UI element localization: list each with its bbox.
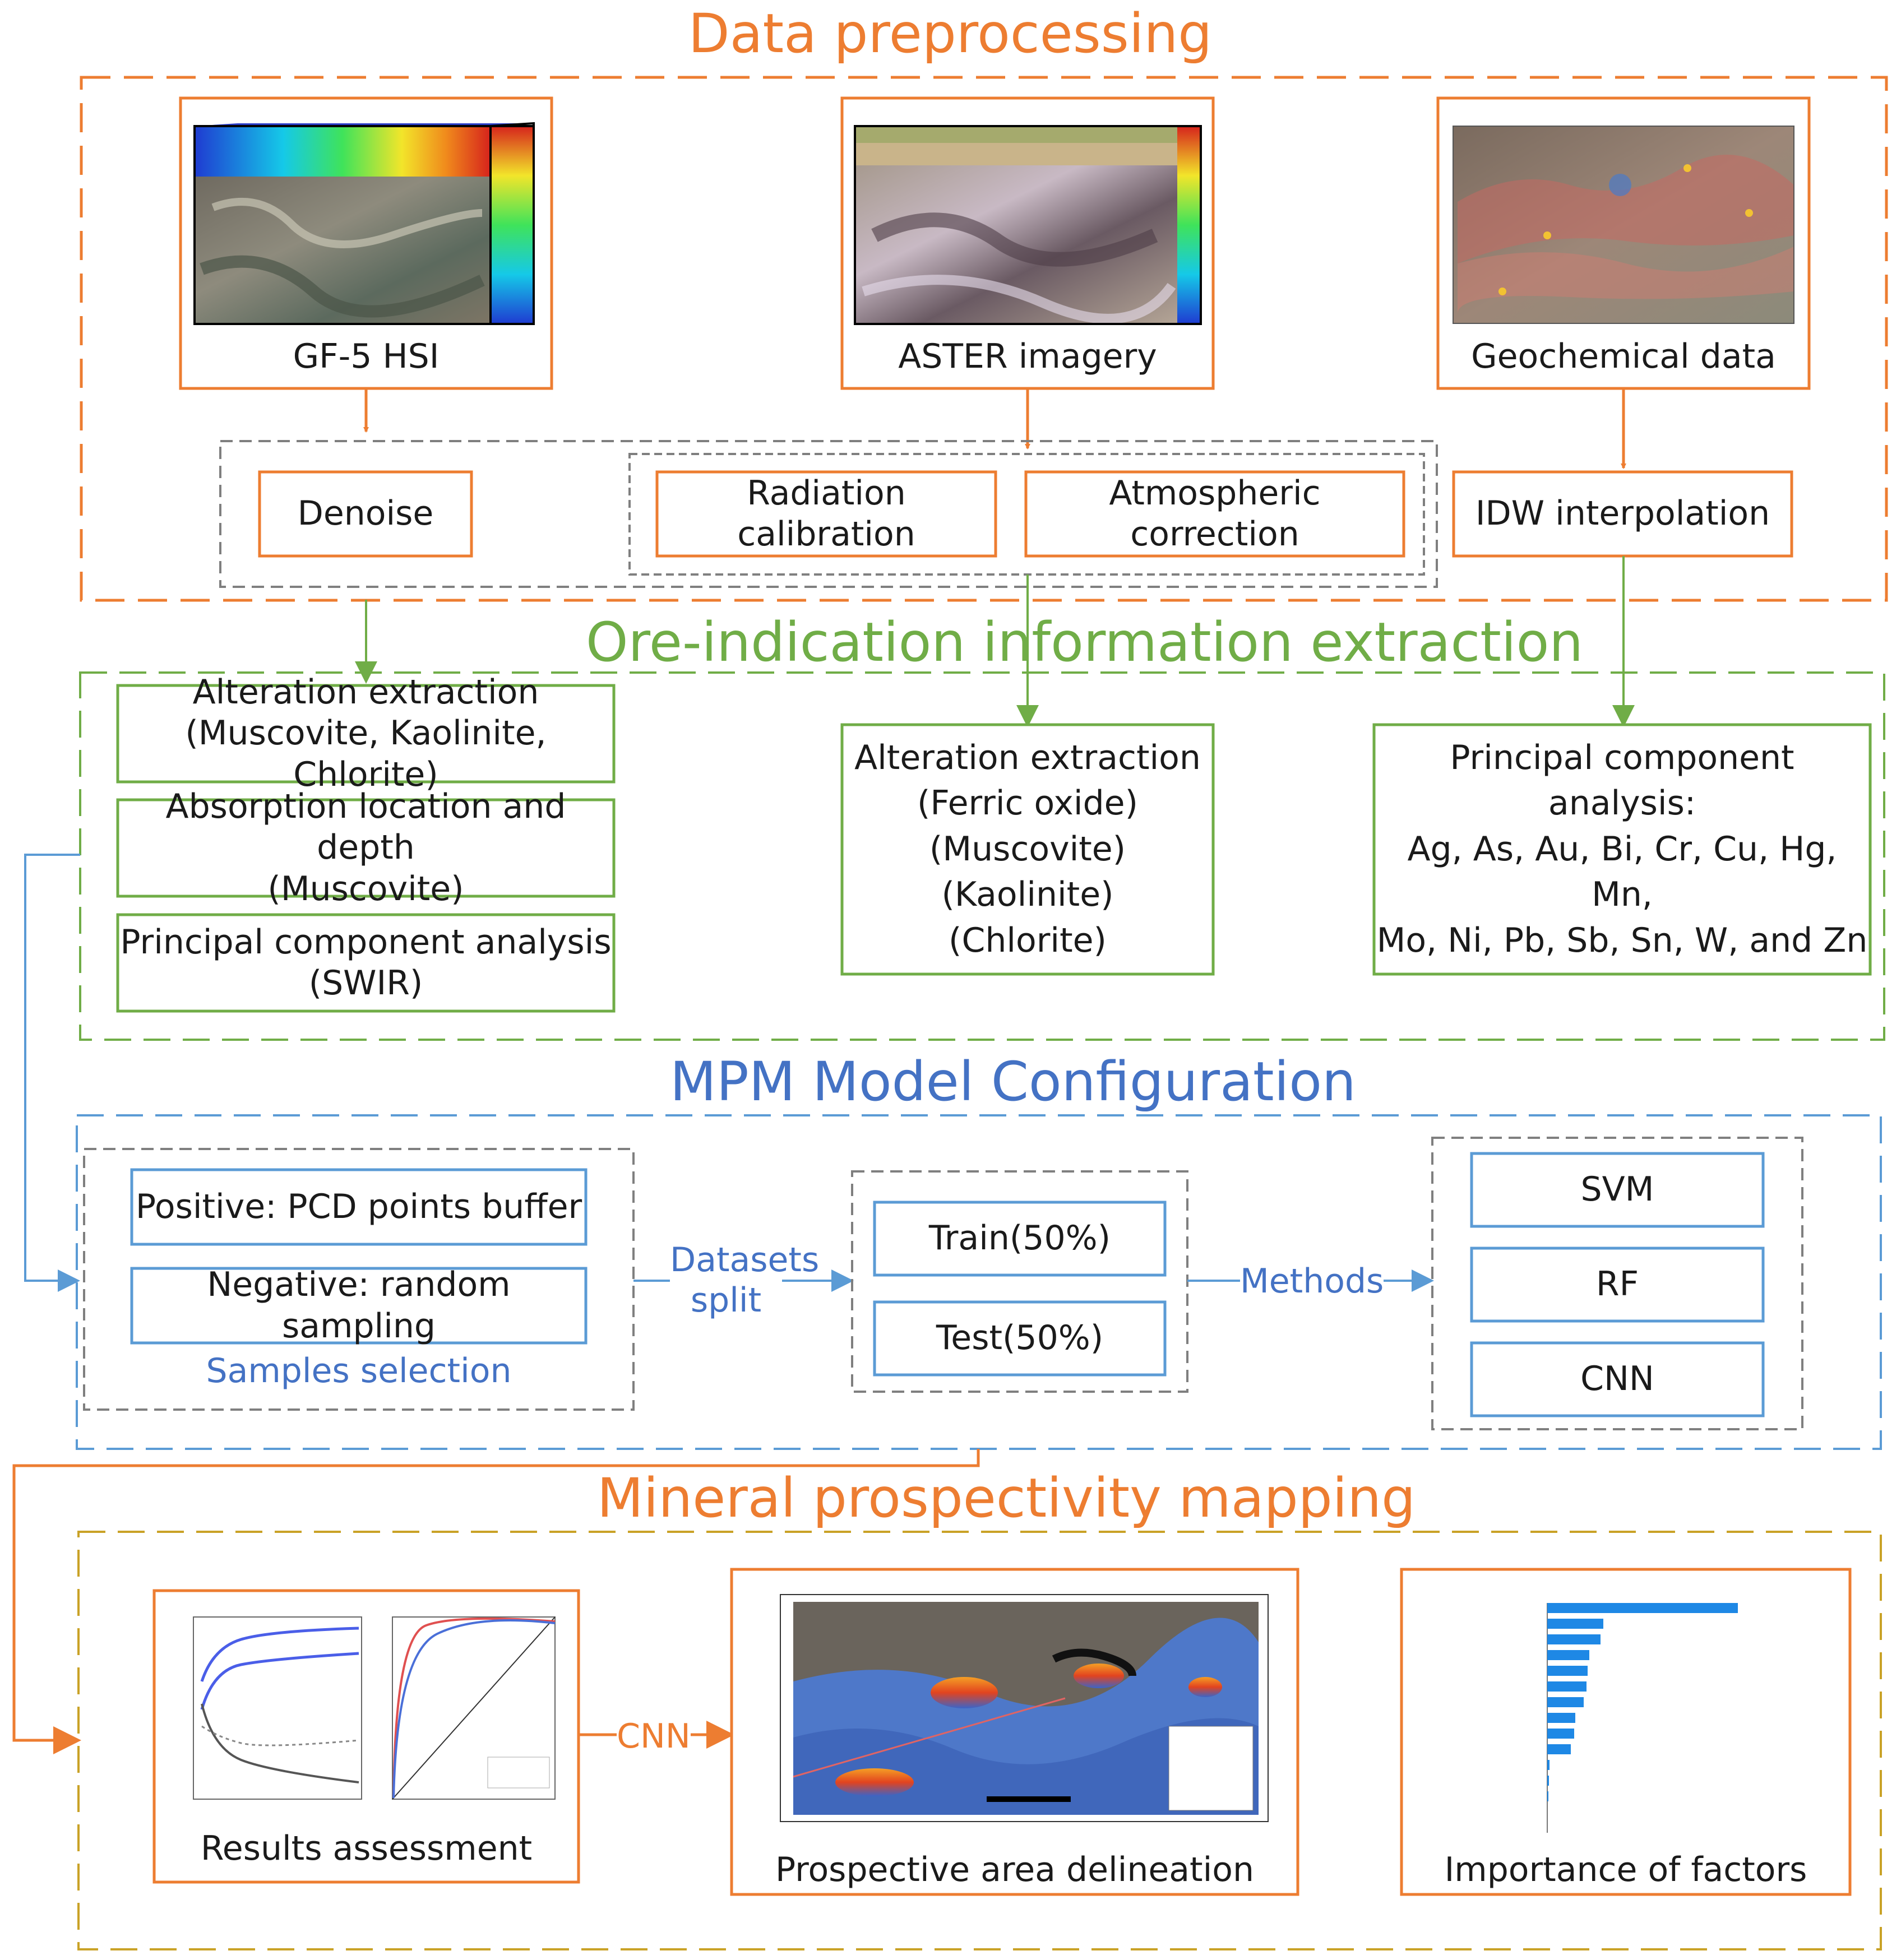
mpm-config-title: MPM Model Configuration bbox=[670, 1050, 1356, 1113]
gf5-alteration-box bbox=[116, 684, 616, 784]
geochem-pca-text: Principal component analysis: Ag, As, Au… bbox=[1374, 725, 1870, 974]
radiation-label: Radiation calibration bbox=[737, 473, 915, 554]
aster-line-2: (Ferric oxide) bbox=[917, 784, 1138, 823]
training-curves-chart bbox=[193, 1616, 362, 1800]
datasets-split-line2: split bbox=[690, 1281, 762, 1320]
atmospheric-box bbox=[1024, 470, 1405, 558]
negative-samples-box bbox=[130, 1267, 588, 1345]
aster-imagery-label: ASTER imagery bbox=[898, 337, 1157, 376]
test-label: Test(50%) bbox=[936, 1318, 1104, 1358]
cnn-arrow-label: CNN bbox=[617, 1717, 691, 1756]
roc-curve-chart bbox=[392, 1616, 556, 1800]
importance-label: Importance of factors bbox=[1444, 1850, 1807, 1889]
mineral-mapping-title: Mineral prospectivity mapping bbox=[596, 1467, 1416, 1530]
rf-label: RF bbox=[1595, 1264, 1639, 1304]
gf5-hsi-label: GF-5 HSI bbox=[293, 337, 440, 376]
geochem-pca-box bbox=[1372, 723, 1872, 976]
methods-label: Methods bbox=[1240, 1262, 1384, 1301]
svm-box bbox=[1470, 1152, 1765, 1228]
cnn-method-label: CNN bbox=[1580, 1359, 1654, 1399]
gf5-alteration-line2: (Muscovite, Kaolinite, Chlorite) bbox=[185, 713, 547, 794]
data-preprocessing-title: Data preprocessing bbox=[688, 2, 1213, 65]
svm-label: SVM bbox=[1580, 1170, 1654, 1210]
aster-alteration-text: Alteration extraction (Ferric oxide) (Mu… bbox=[842, 725, 1213, 974]
prospectivity-map bbox=[780, 1594, 1269, 1822]
importance-box bbox=[1400, 1568, 1852, 1896]
denoise-box bbox=[258, 470, 473, 558]
samples-group bbox=[83, 1148, 635, 1411]
data-preprocessing-frame bbox=[80, 76, 1888, 602]
aster-line-4: (Kaolinite) bbox=[941, 875, 1114, 915]
test-box bbox=[873, 1300, 1167, 1377]
gf5-alteration-text: Alteration extraction (Muscovite, Kaolin… bbox=[118, 673, 614, 794]
mineral-mapping-frame bbox=[77, 1531, 1882, 1950]
arrow-model-to-assessment bbox=[12, 1449, 980, 1754]
datasets-split-label: Datasets split bbox=[670, 1240, 820, 1320]
aster-line-3: (Muscovite) bbox=[929, 829, 1126, 869]
cnn-box bbox=[1470, 1341, 1765, 1417]
idw-box bbox=[1452, 470, 1793, 558]
denoise-label: Denoise bbox=[297, 494, 434, 534]
train-box bbox=[873, 1201, 1167, 1277]
ore-extraction-frame bbox=[79, 671, 1885, 1041]
gf5-pca-line1: Principal component analysis bbox=[120, 922, 612, 962]
aster-line-5: (Chlorite) bbox=[949, 920, 1107, 960]
geochemical-data-label: Geochemical data bbox=[1471, 337, 1776, 376]
gf5-absorption-line2: (Muscovite) bbox=[267, 869, 464, 909]
methods-group bbox=[1431, 1137, 1803, 1430]
positive-samples-label: Positive: PCD points buffer bbox=[135, 1187, 582, 1226]
datasets-split-line1: Datasets bbox=[670, 1240, 820, 1280]
positive-samples-box bbox=[130, 1168, 588, 1246]
rf-box bbox=[1470, 1247, 1765, 1323]
radiation-box bbox=[655, 470, 997, 558]
samples-selection-label: Samples selection bbox=[206, 1351, 512, 1391]
geochem-line-2: Ag, As, Au, Bi, Cr, Cu, Hg, Mn, bbox=[1407, 829, 1837, 915]
geochem-line-3: Mo, Ni, Pb, Sb, Sn, W, and Zn bbox=[1376, 920, 1868, 960]
geochem-line-1: Principal component analysis: bbox=[1450, 738, 1794, 823]
train-label: Train(50%) bbox=[928, 1218, 1111, 1258]
aster-line-1: Alteration extraction bbox=[854, 738, 1201, 777]
gf5-pca-line2: (SWIR) bbox=[308, 963, 423, 1003]
idw-label: IDW interpolation bbox=[1475, 494, 1770, 534]
gf5-pca-text: Principal component analysis (SWIR) bbox=[118, 915, 614, 1011]
geochemical-map-image bbox=[1453, 126, 1794, 324]
prospective-area-label: Prospective area delineation bbox=[775, 1850, 1254, 1889]
feature-importance-chart bbox=[1547, 1603, 1738, 1833]
gf5-absorption-box bbox=[116, 798, 616, 898]
preprocess-group-outer bbox=[219, 440, 1438, 588]
gf5-absorption-line1: Absorption location and depth bbox=[165, 787, 566, 868]
results-assessment-label: Results assessment bbox=[200, 1829, 533, 1868]
multispectral-cube-image bbox=[854, 125, 1202, 325]
negative-samples-label: Negative: random sampling bbox=[207, 1265, 511, 1346]
atmospheric-label: Atmospheric correction bbox=[1109, 473, 1321, 554]
ore-extraction-title: Ore-indication information extraction bbox=[586, 611, 1584, 674]
gf5-absorption-text: Absorption location and depth (Muscovite… bbox=[118, 787, 614, 908]
hyperspectral-cube-image bbox=[193, 122, 535, 325]
gf5-pca-box bbox=[116, 913, 616, 1013]
arrow-features-to-samples bbox=[24, 854, 80, 1292]
gf5-alteration-line1: Alteration extraction bbox=[192, 673, 539, 712]
aster-alteration-box bbox=[840, 723, 1215, 976]
